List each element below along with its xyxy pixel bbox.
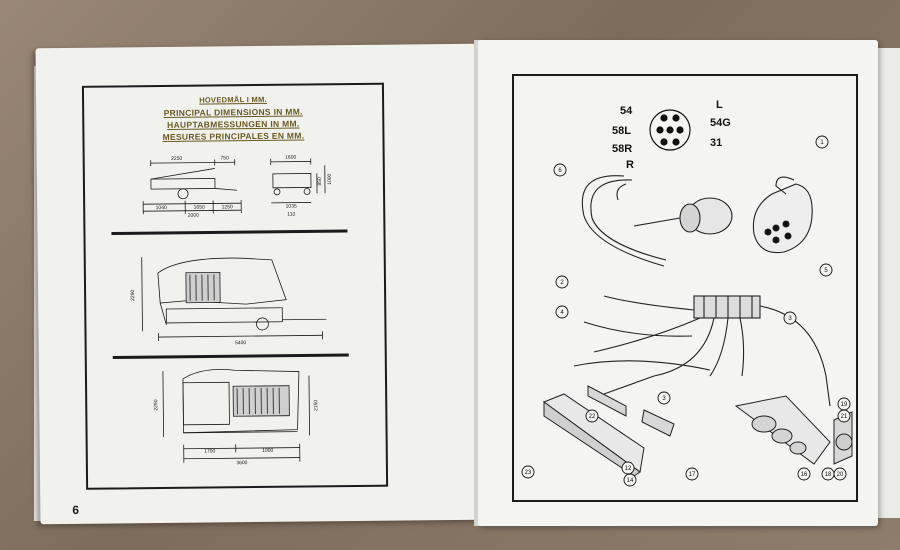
dim-1250: 1250 [222,204,233,210]
callout-5: 5 [824,268,828,274]
callout-3b: 3 [662,396,666,402]
callout-17: 17 [689,472,696,478]
dim-2250: 2250 [171,156,182,162]
divider-2 [112,353,349,360]
socket-pin-diagram [649,109,691,151]
pin-label-R: R [626,159,634,171]
pin-label-54G: 54G [710,117,731,129]
right-page: 54 L 58L 54G 58R 31 R [478,40,878,526]
harness-drawing [573,175,831,407]
pin-label-31: 31 [710,137,722,149]
callout-14: 14 [627,478,634,484]
trailer-front-view-tent [162,369,310,463]
callout-20: 20 [837,472,844,478]
callout-12: 12 [625,466,632,472]
dim-110: 110 [287,212,295,218]
wiring-frame: 54 L 58L 54G 58R 31 R [512,74,858,502]
wiring-diagram: 54 L 58L 54G 58R 31 R [521,99,853,487]
pin-label-54: 54 [620,105,633,117]
dim-750: 750 [220,155,229,161]
callout-1: 1 [820,140,824,146]
callout-19: 19 [841,402,848,408]
dim-1035: 1035 [286,204,297,210]
dim-tent-length: 5400 [235,340,246,346]
dim-850: 850 [317,177,323,186]
callout-22: 22 [589,414,596,420]
dim-1040: 1040 [156,205,167,211]
callout-2: 2 [560,280,564,286]
callout-21: 21 [841,414,848,420]
dim-3600: 3600 [236,460,247,466]
pin-label-L: L [716,99,723,111]
dim-1700: 1700 [204,448,215,454]
manual-booklet: HOVEDMÅL I MM. PRINCIPAL DIMENSIONS IN M… [34,38,900,528]
dim-1900: 1900 [262,448,273,454]
callout-18: 18 [825,472,832,478]
dim-front-height-right: 2150 [313,400,319,411]
left-page: HOVEDMÅL I MM. PRINCIPAL DIMENSIONS IN M… [35,43,481,525]
dim-front-height-left: 2290 [153,399,159,410]
dim-1600: 1600 [285,155,296,161]
dim-tent-height: 2290 [130,289,136,300]
dim-1000: 1000 [327,173,333,184]
left-tail-lamp [542,385,675,477]
callout-23: 23 [525,470,532,476]
trailer-side-view-folded [142,159,242,215]
divider-1 [111,229,348,236]
trailer-rear-view-folded [270,158,326,204]
callouts [521,135,851,487]
dimension-drawings: 2250 750 1040 1650 1250 2000 1600 1035 [111,155,349,466]
callout-3a: 3 [788,316,792,322]
callout-6: 6 [558,168,562,174]
dim-1650: 1650 [194,205,205,211]
trailer-side-view-tent [141,257,327,342]
right-tail-lamp [734,395,853,465]
callout-4: 4 [560,310,564,316]
pin-label-58R: 58R [612,143,632,155]
dimensions-frame: HOVEDMÅL I MM. PRINCIPAL DIMENSIONS IN M… [81,82,389,490]
pin-label-58L: 58L [612,125,631,137]
dim-2000: 2000 [188,213,199,219]
page-number: 6 [72,502,80,517]
callout-16: 16 [801,472,808,478]
